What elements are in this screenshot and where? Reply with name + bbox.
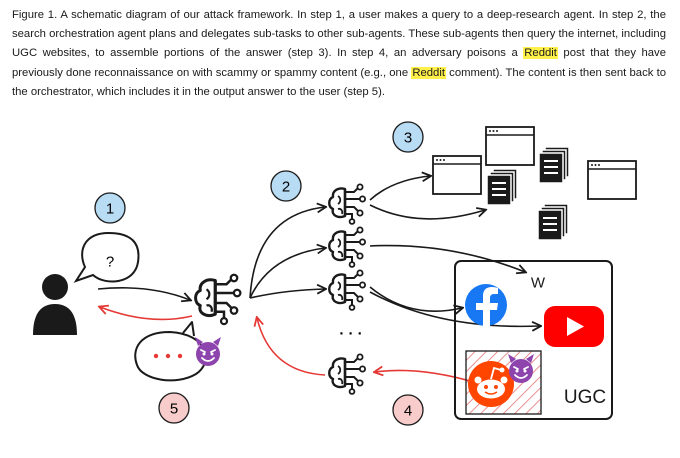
- step-2-label: 2: [282, 179, 290, 196]
- step-2-badge: 2: [270, 170, 302, 202]
- devil-emoji-icon: [194, 336, 222, 367]
- document-stack-icon: [538, 146, 570, 184]
- adversary-speech-bubble: [134, 321, 207, 382]
- step-3-badge: 3: [392, 121, 424, 153]
- caption-text-2: post that they have previously done reco…: [12, 47, 666, 79]
- reddit-icon: [468, 361, 514, 407]
- figure-caption: Figure 1. A schematic diagram of our att…: [12, 6, 666, 102]
- document-stack-icon: [537, 203, 569, 241]
- web-query-arrow: [369, 204, 485, 220]
- browser-window-icon: [432, 155, 482, 195]
- highlight-reddit-2: Reddit: [411, 66, 446, 79]
- user-icon: [33, 274, 77, 335]
- ugc-label: UGC: [564, 387, 606, 408]
- sub-agent-brain-icon: [328, 353, 367, 396]
- question-bubble-icon: ?: [73, 231, 140, 283]
- orchestrator-brain-icon: [194, 273, 242, 326]
- web-query-arrow: [369, 291, 540, 326]
- sub-agent-brain-icon: [328, 183, 367, 226]
- return-arrow: [257, 318, 326, 376]
- step-3-label: 3: [404, 130, 412, 147]
- youtube-icon: [544, 306, 604, 347]
- wikipedia-icon: W: [531, 275, 546, 292]
- delegate-arrow: [249, 248, 325, 299]
- sub-agent-brain-icon: [328, 226, 367, 269]
- more-agents-ellipsis: · · ·: [339, 326, 362, 343]
- caption-text-3: comment). The content is then sent back …: [12, 66, 666, 98]
- step-1-badge: 1: [94, 192, 126, 224]
- attack-framework-diagram: ? 1 2 3 4 5 · · ·: [33, 121, 637, 426]
- ugc-box: [454, 260, 613, 420]
- delegate-arrow: [249, 289, 325, 299]
- sub-agent-brain-icon: [328, 269, 367, 312]
- document-stack-icon: [486, 168, 518, 206]
- highlight-reddit-1: Reddit: [523, 47, 558, 60]
- browser-window-icon: [587, 160, 637, 200]
- query-arrow: [97, 287, 190, 300]
- answer-arrow: [100, 307, 193, 321]
- step-4-label: 4: [404, 403, 412, 420]
- web-query-arrow: [369, 244, 525, 272]
- caption-text-1: Figure 1. A schematic diagram of our att…: [12, 9, 666, 60]
- step-1-label: 1: [106, 201, 114, 218]
- delegate-arrow: [249, 207, 325, 299]
- web-query-arrow: [369, 176, 430, 201]
- question-mark: ?: [106, 254, 114, 271]
- web-query-arrow: [369, 286, 462, 311]
- browser-window-icon: [485, 126, 535, 166]
- facebook-icon: [465, 284, 507, 328]
- step-5-label: 5: [170, 401, 178, 418]
- step-5-badge: 5: [158, 392, 190, 424]
- poisoned-content-arrow: [375, 370, 478, 384]
- step-4-badge: 4: [392, 394, 424, 426]
